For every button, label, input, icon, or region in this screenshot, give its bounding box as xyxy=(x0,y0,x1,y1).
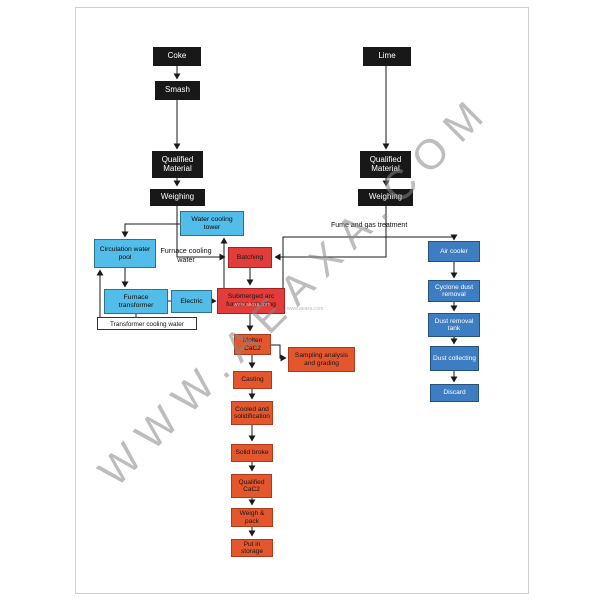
node-put-in-storage: Put in storage xyxy=(231,539,273,557)
node-sampling-analysis: Sampling analysis and grading xyxy=(288,347,355,372)
label-furnace-cooling-water: Furnace cooling water xyxy=(160,246,212,265)
node-air-cooler: Air cooler xyxy=(428,241,480,262)
node-qualified-material-left: Qualified Material xyxy=(152,151,203,178)
node-circulation-water-pool: Circulation water pool xyxy=(94,239,156,268)
node-batching: Batching xyxy=(228,247,272,268)
node-cooled-solidification: Cooled and solidification xyxy=(231,401,273,425)
node-submerged-arc-furnace: Submerged arc furnace smelting xyxy=(217,288,285,314)
node-water-cooling-tower: Water cooling tower xyxy=(180,211,244,236)
node-weighing-left: Weighing xyxy=(150,189,205,206)
node-lime: Lime xyxy=(363,47,411,66)
node-smash: Smash xyxy=(155,81,200,100)
node-electric: Electric xyxy=(171,290,212,313)
node-dust-removal-tank: Dust removal tank xyxy=(428,313,480,337)
label-transformer-cooling-water: Transformer cooling water xyxy=(97,317,197,330)
label-fume-and-gas-treatment: Fume and gas treatment xyxy=(331,222,408,229)
node-qualified-cac2: Qualified CaC2 xyxy=(231,474,272,498)
node-qualified-material-right: Qualified Material xyxy=(360,151,411,178)
node-molten-cac2: Molten CaC2 xyxy=(234,334,271,355)
node-solid-broke: Solid broke xyxy=(231,444,273,462)
node-cyclone-dust-removal: Cyclone dust removal xyxy=(428,280,480,302)
node-coke: Coke xyxy=(153,47,201,66)
node-furnace-transformer: Furnace transformer xyxy=(104,289,168,314)
node-weigh-pack: Weigh & pack xyxy=(231,508,273,527)
node-dust-collecting: Dust collecting xyxy=(430,346,479,371)
node-weighing-right: Weighing xyxy=(358,189,413,206)
node-casting: Casting xyxy=(233,371,272,389)
node-discard: Discard xyxy=(430,384,479,402)
